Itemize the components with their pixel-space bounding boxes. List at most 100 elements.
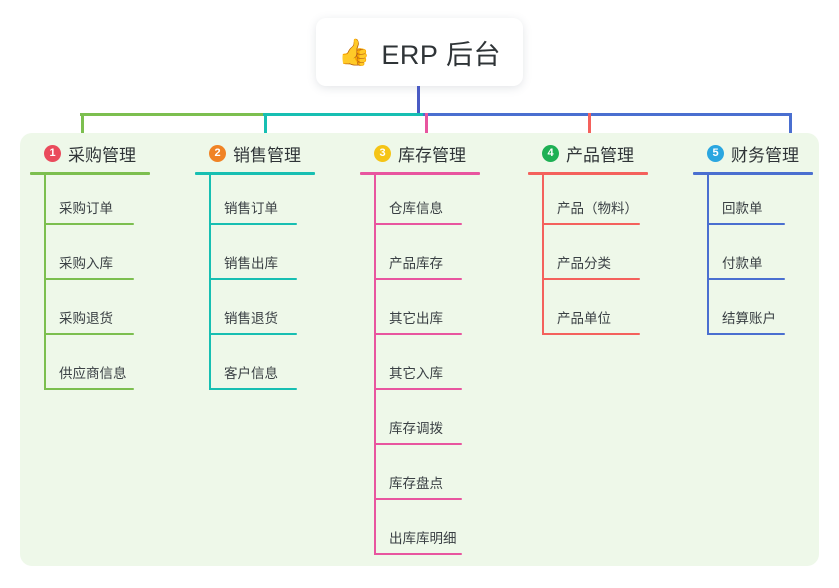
branch-rule-1 (30, 172, 150, 175)
leaf-item-rule (542, 278, 640, 280)
leaf-item[interactable]: 客户信息 (195, 340, 345, 395)
trunk-line (417, 86, 420, 115)
leaf-item-rule (707, 333, 785, 335)
leaf-item-rule (374, 223, 462, 225)
leaf-item-label: 销售订单 (224, 201, 278, 216)
connector-bar-segment-1 (80, 113, 265, 116)
branch-title-2: 销售管理 (233, 145, 301, 165)
root-title: ERP 后台 (381, 39, 501, 70)
leaf-item[interactable]: 销售出库 (195, 230, 345, 285)
leaf-item-label: 客户信息 (224, 366, 278, 381)
leaf-item[interactable]: 采购入库 (30, 230, 180, 285)
branch-rule-5 (693, 172, 813, 175)
leaf-item-rule (374, 388, 462, 390)
leaf-item-rule (707, 223, 785, 225)
leaf-item-rule (209, 278, 297, 280)
branch-rule-3 (360, 172, 480, 175)
branch-column-5: 5 财务管理回款单付款单结算账户 (693, 140, 839, 340)
leaf-item[interactable]: 回款单 (693, 175, 839, 230)
leaf-item[interactable]: 付款单 (693, 230, 839, 285)
leaf-item-rule (374, 333, 462, 335)
leaf-item-label: 采购入库 (59, 256, 113, 271)
leaf-item-rule (209, 223, 297, 225)
branch-spine-4 (542, 175, 544, 335)
leaf-item-rule (44, 223, 134, 225)
leaf-item-label: 其它入库 (389, 366, 443, 381)
branch-rule-2 (195, 172, 315, 175)
leaf-item-label: 采购退货 (59, 311, 113, 326)
leaf-item[interactable]: 产品（物料） (528, 175, 678, 230)
branch-badge-5: 5 (707, 144, 724, 162)
leaf-item[interactable]: 采购订单 (30, 175, 180, 230)
branch-header-4[interactable]: 4 产品管理 (528, 140, 678, 166)
leaf-item[interactable]: 仓库信息 (360, 175, 510, 230)
branch-title-5: 财务管理 (731, 145, 799, 165)
leaf-item-label: 出库库明细 (389, 531, 457, 546)
leaf-item-label: 销售出库 (224, 256, 278, 271)
leaf-item[interactable]: 其它出库 (360, 285, 510, 340)
branch-badge-2: 2 (209, 144, 226, 162)
branch-items-2: 销售订单销售出库销售退货客户信息 (195, 175, 345, 395)
leaf-item-label: 付款单 (722, 256, 763, 271)
leaf-item[interactable]: 出库库明细 (360, 505, 510, 560)
leaf-item-label: 产品库存 (389, 256, 443, 271)
root-node[interactable]: 👍 ERP 后台 (316, 18, 523, 86)
branch-rule-4 (528, 172, 648, 175)
leaf-item[interactable]: 产品单位 (528, 285, 678, 340)
leaf-item-rule (209, 333, 297, 335)
leaf-item-rule (44, 388, 134, 390)
branch-title-4: 产品管理 (566, 145, 634, 165)
branch-header-5[interactable]: 5 财务管理 (693, 140, 839, 166)
leaf-item-label: 回款单 (722, 201, 763, 216)
branches-panel (20, 133, 819, 566)
branch-badge-3: 3 (374, 144, 391, 162)
leaf-item[interactable]: 销售退货 (195, 285, 345, 340)
thumbs-up-icon: 👍 (338, 37, 371, 67)
leaf-item-rule (707, 278, 785, 280)
branch-header-2[interactable]: 2 销售管理 (195, 140, 345, 166)
leaf-item-label: 结算账户 (722, 311, 776, 326)
leaf-item-rule (374, 553, 462, 555)
leaf-item[interactable]: 库存调拨 (360, 395, 510, 450)
leaf-item-label: 产品（物料） (557, 201, 638, 216)
branch-badge-4: 4 (542, 144, 559, 162)
leaf-item-rule (374, 278, 462, 280)
leaf-item[interactable]: 库存盘点 (360, 450, 510, 505)
leaf-item-rule (374, 443, 462, 445)
branch-badge-1: 1 (44, 144, 61, 162)
leaf-item[interactable]: 采购退货 (30, 285, 180, 340)
leaf-item-rule (542, 333, 640, 335)
leaf-item-label: 产品单位 (557, 311, 611, 326)
leaf-item-label: 其它出库 (389, 311, 443, 326)
leaf-item[interactable]: 产品分类 (528, 230, 678, 285)
leaf-item-label: 库存调拨 (389, 421, 443, 436)
leaf-item[interactable]: 其它入库 (360, 340, 510, 395)
branch-spine-2 (209, 175, 211, 390)
leaf-item[interactable]: 产品库存 (360, 230, 510, 285)
leaf-item[interactable]: 结算账户 (693, 285, 839, 340)
branch-items-1: 采购订单采购入库采购退货供应商信息 (30, 175, 180, 395)
leaf-item-rule (44, 278, 134, 280)
branch-column-4: 4 产品管理产品（物料） 产品分类产品单位 (528, 140, 678, 340)
leaf-item-rule (542, 223, 640, 225)
connector-bar-segment-2 (263, 113, 425, 116)
leaf-item[interactable]: 销售订单 (195, 175, 345, 230)
leaf-item-rule (209, 388, 297, 390)
leaf-item[interactable]: 供应商信息 (30, 340, 180, 395)
branch-items-5: 回款单付款单结算账户 (693, 175, 839, 340)
leaf-item-label: 产品分类 (557, 256, 611, 271)
leaf-item-label: 供应商信息 (59, 366, 127, 381)
branch-spine-3 (374, 175, 376, 555)
branch-spine-1 (44, 175, 46, 390)
leaf-item-label: 仓库信息 (389, 201, 443, 216)
branch-items-4: 产品（物料） 产品分类产品单位 (528, 175, 678, 340)
branch-spine-5 (707, 175, 709, 335)
branch-items-3: 仓库信息产品库存其它出库其它入库库存调拨库存盘点出库库明细 (360, 175, 510, 560)
connector-bar-segment-3 (423, 113, 790, 116)
leaf-item-rule (374, 498, 462, 500)
leaf-item-label: 采购订单 (59, 201, 113, 216)
